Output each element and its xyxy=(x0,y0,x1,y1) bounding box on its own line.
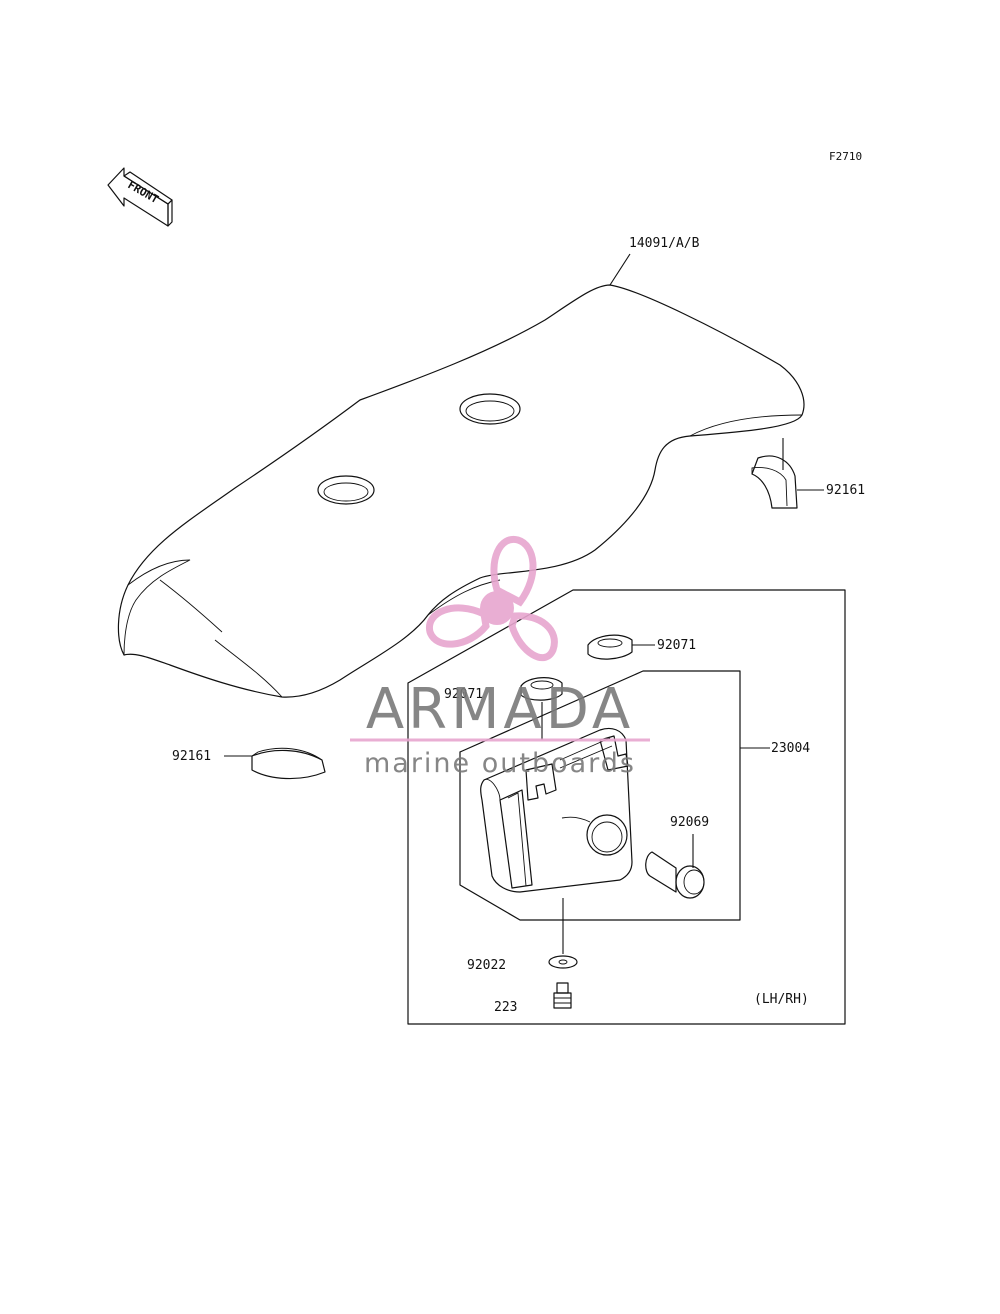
pad-left xyxy=(224,747,326,780)
figure-code: F2710 xyxy=(829,150,862,163)
seat-cover xyxy=(117,284,805,698)
callout-pad-right: 92161 xyxy=(826,483,865,498)
storage-box-frame xyxy=(459,670,741,921)
callout-washer: 92022 xyxy=(467,958,506,973)
watermark: ARMADA marine outboards xyxy=(350,535,650,779)
bolt xyxy=(645,834,705,899)
washer xyxy=(548,898,578,969)
watermark-tagline: marine outboards xyxy=(364,748,636,779)
grommet-left xyxy=(520,677,563,740)
propeller-logo-icon xyxy=(426,535,558,662)
callout-grommet-top: 92071 xyxy=(657,638,696,653)
callout-assembly: 23004 xyxy=(771,741,810,756)
callout-bolt: 92069 xyxy=(670,815,709,830)
front-direction-icon: FRONT xyxy=(107,167,173,227)
grommet-top xyxy=(587,634,655,660)
storage-box xyxy=(480,727,633,893)
callout-seat: 14091/A/B xyxy=(629,236,700,251)
watermark-brand: ARMADA xyxy=(366,677,634,742)
assembly-frame xyxy=(407,589,846,1025)
callout-grommet-left: 92071 xyxy=(444,687,483,702)
variant-note: (LH/RH) xyxy=(754,992,809,1007)
callout-pad-left: 92161 xyxy=(172,749,211,764)
screw xyxy=(553,982,572,1009)
pad-right xyxy=(751,438,824,509)
callout-screw: 223 xyxy=(494,1000,517,1015)
